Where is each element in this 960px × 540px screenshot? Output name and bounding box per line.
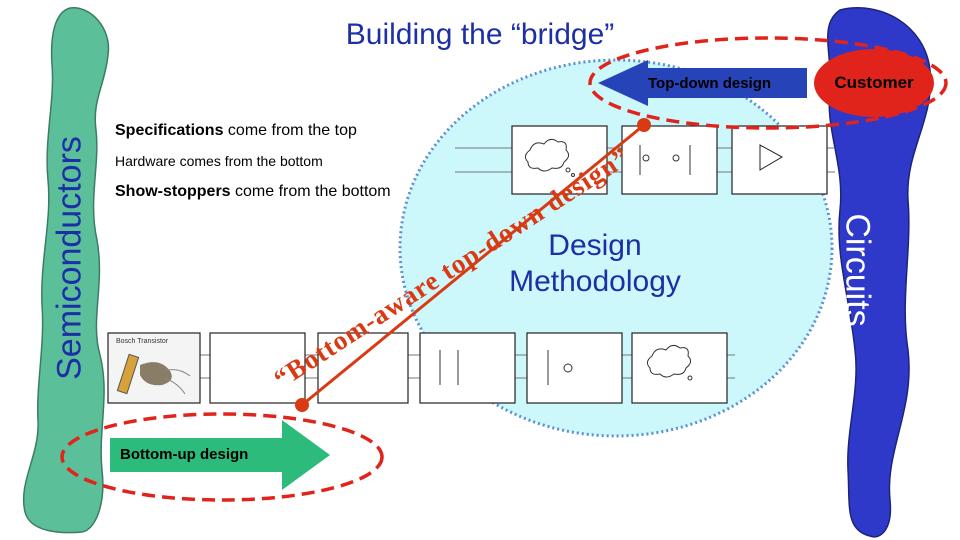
bridge-line — [301, 123, 645, 407]
bridge-end-dot — [637, 118, 651, 132]
customer-badge[interactable] — [814, 49, 934, 117]
hardware-note: Hardware comes from the bottom — [115, 153, 323, 169]
design-methodology-label: Design Methodology — [509, 229, 681, 298]
circuit-block — [526, 332, 623, 404]
bridge-start-dot — [295, 398, 309, 412]
specifications-note: Specifications come from the top — [115, 122, 357, 140]
bottom-up-design-label: Bottom-up design — [120, 446, 249, 463]
semiconductors-column — [22, 7, 110, 534]
slide-title: Building the “bridge” — [345, 18, 615, 51]
transistor-photo — [107, 332, 201, 404]
show-stoppers-rest: come from the bottom — [230, 183, 391, 200]
circuits-label: Circuits — [838, 213, 877, 327]
circuits-column — [827, 7, 932, 538]
show-stoppers-bold: Show-stoppers — [115, 183, 231, 200]
top-down-highlight-ring — [588, 36, 948, 130]
photo-caption: Bosch Transistor — [116, 338, 169, 345]
op-amp-symbol — [759, 144, 784, 171]
top-down-design-arrow[interactable] — [598, 60, 807, 106]
circuit-block — [419, 332, 516, 404]
thought-cloud-icon — [646, 344, 692, 378]
customer-label: Customer — [834, 73, 914, 92]
circuit-block — [209, 332, 306, 404]
bottom-up-highlight-ring — [60, 412, 384, 502]
circuit-block — [317, 332, 409, 404]
top-down-design-label: Top-down design — [648, 75, 772, 92]
circuit-block — [731, 125, 828, 195]
bottom-circuit-strip — [108, 332, 735, 404]
specifications-bold: Specifications — [115, 122, 224, 139]
thought-cloud-icon — [524, 138, 570, 172]
top-circuit-strip — [455, 125, 835, 195]
specifications-rest: come from the top — [223, 122, 357, 139]
circuit-block — [621, 125, 718, 195]
semiconductors-label: Semiconductors — [50, 136, 89, 380]
show-stoppers-note: Show-stoppers come from the bottom — [115, 183, 391, 201]
bottom-up-design-arrow[interactable] — [110, 420, 330, 490]
